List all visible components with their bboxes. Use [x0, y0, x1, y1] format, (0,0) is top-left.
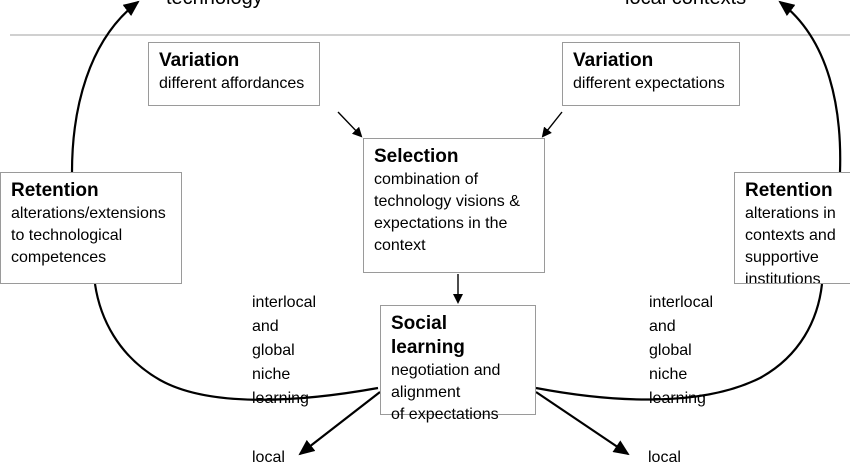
selection-box: Selection combination of technology visi… — [363, 138, 545, 273]
connector-layer — [10, 0, 850, 456]
social-learning-body: negotiation and alignment of expectation… — [391, 362, 501, 423]
variation-left-title: Variation — [159, 50, 240, 71]
arrow-to-local-right — [535, 391, 630, 456]
left-loop-top-arrow — [70, 0, 140, 173]
retention-left-body: alterations/extensions to technological … — [11, 205, 166, 266]
local-left-label: local — [252, 449, 285, 466]
right-loop-top-arrow — [778, 0, 842, 173]
social-learning-title: Social learning — [391, 313, 465, 358]
arrow-variation-right-to-selection — [541, 111, 563, 138]
selection-body: combination of technology visions & expe… — [374, 171, 520, 254]
variation-right-title: Variation — [573, 50, 654, 71]
retention-right-title: Retention — [745, 180, 833, 201]
interlocal-left-label: interlocal and global niche learning — [252, 294, 317, 407]
retention-left-title: Retention — [11, 180, 99, 201]
selection-title: Selection — [374, 146, 459, 167]
top-left-label: technology — [166, 0, 263, 10]
right-loop-bottom-arrow — [535, 283, 824, 401]
arrow-to-local-left — [298, 391, 381, 456]
variation-right-box: Variation different expectations — [562, 42, 740, 106]
top-right-label: local contexts — [625, 0, 746, 10]
variation-left-body: different affordances — [159, 75, 305, 92]
interlocal-right-label: interlocal and global niche learning — [649, 294, 714, 407]
arrow-variation-left-to-selection — [337, 111, 363, 138]
local-right-label: local — [648, 449, 681, 466]
retention-right-body: alterations in contexts and supportive i… — [745, 205, 836, 284]
variation-left-box: Variation different affordances — [148, 42, 320, 106]
variation-right-body: different expectations — [573, 75, 725, 92]
retention-left-box: Retention alterations/extensions to tech… — [0, 172, 182, 284]
retention-right-box: Retention alterations in contexts and su… — [734, 172, 850, 284]
social-learning-box: Social learning negotiation and alignmen… — [380, 305, 536, 423]
left-loop-bottom-arrow — [93, 283, 379, 401]
